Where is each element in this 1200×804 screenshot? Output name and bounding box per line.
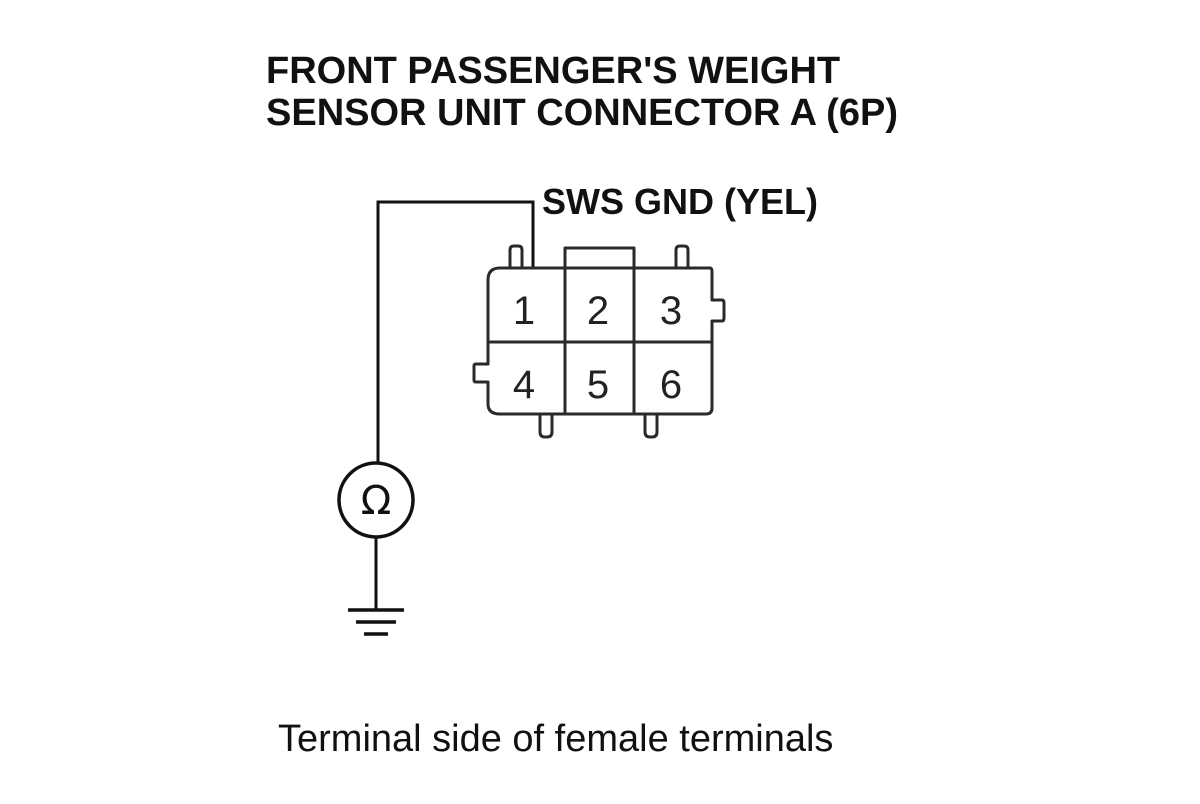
ohm-symbol: Ω	[361, 478, 392, 524]
pin-1-label: 1	[513, 289, 535, 333]
pin-4-label: 4	[513, 363, 535, 407]
ground-icon	[348, 608, 404, 636]
view-caption: Terminal side of female terminals	[278, 718, 834, 760]
pin-5-label: 5	[587, 363, 609, 407]
pin-2-label: 2	[587, 289, 609, 333]
diagram-title-line-1: FRONT PASSENGER'S WEIGHT	[266, 50, 841, 92]
diagram-title-line-2: SENSOR UNIT CONNECTOR A (6P)	[266, 92, 898, 134]
wire-label: SWS GND (YEL)	[542, 181, 818, 222]
ohmmeter-icon: Ω	[337, 461, 415, 539]
test-lead-wire	[376, 200, 535, 463]
pin-3-label: 3	[660, 289, 682, 333]
connector-housing	[472, 244, 726, 439]
pin-6-label: 6	[660, 363, 682, 407]
diagram-title: FRONT PASSENGER'S WEIGHT SENSOR UNIT CON…	[266, 50, 898, 134]
